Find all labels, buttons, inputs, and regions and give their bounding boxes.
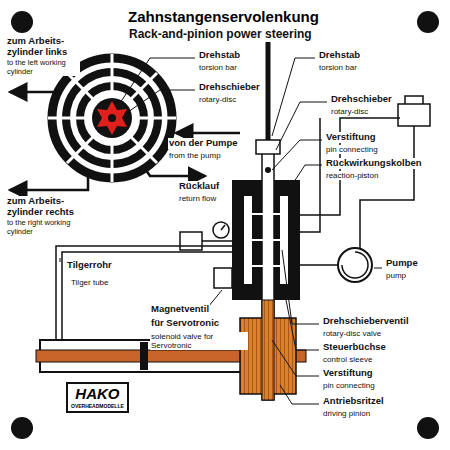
part-label: pin connecting — [325, 145, 379, 154]
part-label: control sleeve — [322, 355, 373, 364]
part-label: solenoid valve for Servotronic — [150, 332, 248, 350]
part-label: Verstiftung — [325, 132, 377, 143]
part-label: von der Pumpe — [168, 138, 239, 149]
part-label: Tilger tube — [70, 278, 110, 287]
part-label: driving pinion — [322, 409, 371, 418]
part-label: to the left working cylinder — [6, 59, 80, 76]
part-label: Drehstab — [318, 50, 361, 61]
title: Zahnstangenservolenkung — [128, 8, 319, 25]
part-label: Drehschieberventil — [322, 316, 410, 327]
part-label: Drehschieber — [198, 82, 261, 93]
part-label: Steuerbüchse — [322, 342, 387, 353]
part-label: reaction-piston — [325, 171, 379, 180]
part-label: from the pump — [168, 151, 222, 160]
logo-subtext: OVERHEADMODELLE — [71, 403, 124, 409]
logo-text: HAKO — [71, 386, 124, 403]
part-label: Tilgerrohr — [66, 260, 113, 271]
part-label: to the right working cylinder — [6, 219, 94, 236]
part-label: für Servotronic — [150, 318, 220, 329]
part-label: Rückwirkungskolben — [325, 158, 423, 169]
pump — [338, 248, 372, 282]
hose — [300, 96, 430, 265]
part-label: pin connecting — [322, 381, 376, 390]
part-label: rotary-disc — [198, 95, 237, 104]
part-label: Rücklauf — [178, 181, 220, 192]
part-label: pump — [385, 271, 407, 280]
part-label: Verstiftung — [322, 368, 374, 379]
part-label: Antriebsritzel — [322, 396, 385, 407]
part-label: Rack-and-pinion power steering — [128, 28, 313, 42]
part-label: torsion bar — [198, 63, 238, 72]
part-label: rotary-disc valve — [322, 329, 382, 338]
tilger-tube — [56, 246, 232, 340]
part-label: Drehstab — [198, 50, 241, 61]
part-label: return flow — [178, 194, 217, 203]
part-label: zum Arbeits- zylinder rechts — [6, 196, 88, 218]
part-label: rotary-disc — [330, 107, 369, 116]
part-label: Drehschieber — [330, 94, 393, 105]
part-label: Pumpe — [385, 258, 419, 269]
part-label: Magnetventil — [150, 304, 210, 315]
part-label: torsion bar — [318, 63, 358, 72]
part-label: zum Arbeits- zylinder links — [6, 36, 80, 58]
logo-box: HAKOOVERHEADMODELLE — [66, 382, 129, 413]
